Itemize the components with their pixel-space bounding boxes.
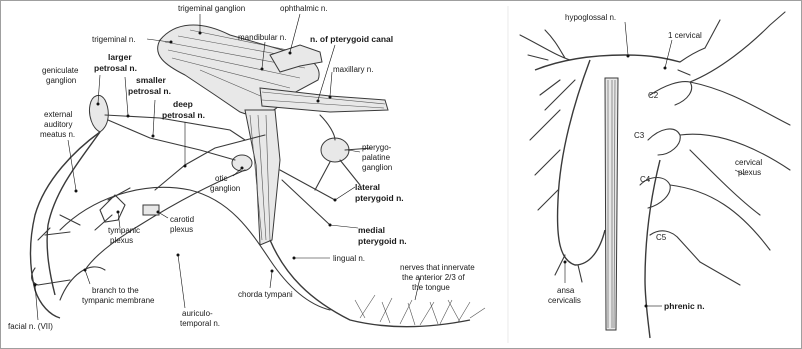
label-geniculate-line1: geniculate xyxy=(42,66,79,75)
label-pterygopalatine-line2: palatine xyxy=(362,153,391,162)
label-lateral-pterygoid-line1: lateral xyxy=(355,182,380,192)
label-external-auditory-line3: meatus n. xyxy=(40,130,75,139)
label-lateral-pterygoid-line2: pterygoid n. xyxy=(355,193,404,203)
label-larger-petrosal-line2: petrosal n. xyxy=(94,63,137,73)
label-smaller-petrosal-line2: petrosal n. xyxy=(128,86,171,96)
label-auriculotemporal-line1: auriculo- xyxy=(182,309,213,318)
label-mandibular-nerve: mandibular n. xyxy=(238,33,286,42)
label-tympanic-plexus-line2: plexus xyxy=(110,236,133,245)
label-deep-petrosal-line1: deep xyxy=(173,99,193,109)
label-smaller-petrosal-line1: smaller xyxy=(136,75,166,85)
label-first-cervical: 1 cervical xyxy=(668,31,702,40)
label-facial-nerve: facial n. (VII) xyxy=(8,322,53,331)
label-pterygopalatine-line1: pterygo- xyxy=(362,143,392,152)
label-medial-pterygoid-line1: medial xyxy=(358,225,385,235)
label-hypoglossal-nerve: hypoglossal n. xyxy=(565,13,616,22)
label-tongue-line3: the tongue xyxy=(412,283,450,292)
label-pterygopalatine-line3: ganglion xyxy=(362,163,392,172)
label-branch-tympanic-line2: tympanic membrane xyxy=(82,296,155,305)
label-tympanic-plexus-line1: tympanic xyxy=(108,226,140,235)
label-external-auditory-line2: auditory xyxy=(44,120,72,129)
label-otic-line2: ganglion xyxy=(210,184,240,193)
label-otic-line1: otic xyxy=(215,174,227,183)
label-deep-petrosal-line2: petrosal n. xyxy=(162,110,205,120)
label-nerve-of-pterygoid-canal: n. of pterygoid canal xyxy=(310,34,393,44)
label-tongue-line2: the anterior 2/3 of xyxy=(402,273,465,282)
label-chorda-tympani: chorda tympani xyxy=(238,290,293,299)
vagus-bundle-drawing xyxy=(605,78,618,330)
carotid-plexus-drawing xyxy=(143,205,159,215)
label-c2: C2 xyxy=(648,91,659,100)
label-c4: C4 xyxy=(640,175,651,184)
label-carotid-line1: carotid xyxy=(170,215,194,224)
label-carotid-line2: plexus xyxy=(170,225,193,234)
label-medial-pterygoid-line2: pterygoid n. xyxy=(358,236,407,246)
label-ansa-line2: cervicalis xyxy=(548,296,581,305)
label-tongue-line1: nerves that innervate xyxy=(400,263,475,272)
label-lingual-nerve: lingual n. xyxy=(333,254,365,263)
label-external-auditory-line1: external xyxy=(44,110,73,119)
label-geniculate-line2: ganglion xyxy=(46,76,76,85)
label-phrenic-nerve: phrenic n. xyxy=(664,301,705,311)
label-trigeminal-ganglion: trigeminal ganglion xyxy=(178,4,245,13)
label-larger-petrosal-line1: larger xyxy=(108,52,132,62)
label-c5: C5 xyxy=(656,233,667,242)
label-ophthalmic-nerve: ophthalmic n. xyxy=(280,4,328,13)
label-cervical-plexus-line2: plexus xyxy=(738,168,761,177)
label-c3: C3 xyxy=(634,131,645,140)
label-cervical-plexus-line1: cervical xyxy=(735,158,762,167)
label-trigeminal-nerve: trigeminal n. xyxy=(92,35,136,44)
label-maxillary-nerve: maxillary n. xyxy=(333,65,373,74)
label-ansa-line1: ansa xyxy=(557,286,575,295)
label-auriculotemporal-line2: temporal n. xyxy=(180,319,220,328)
label-branch-tympanic-line1: branch to the xyxy=(92,286,139,295)
